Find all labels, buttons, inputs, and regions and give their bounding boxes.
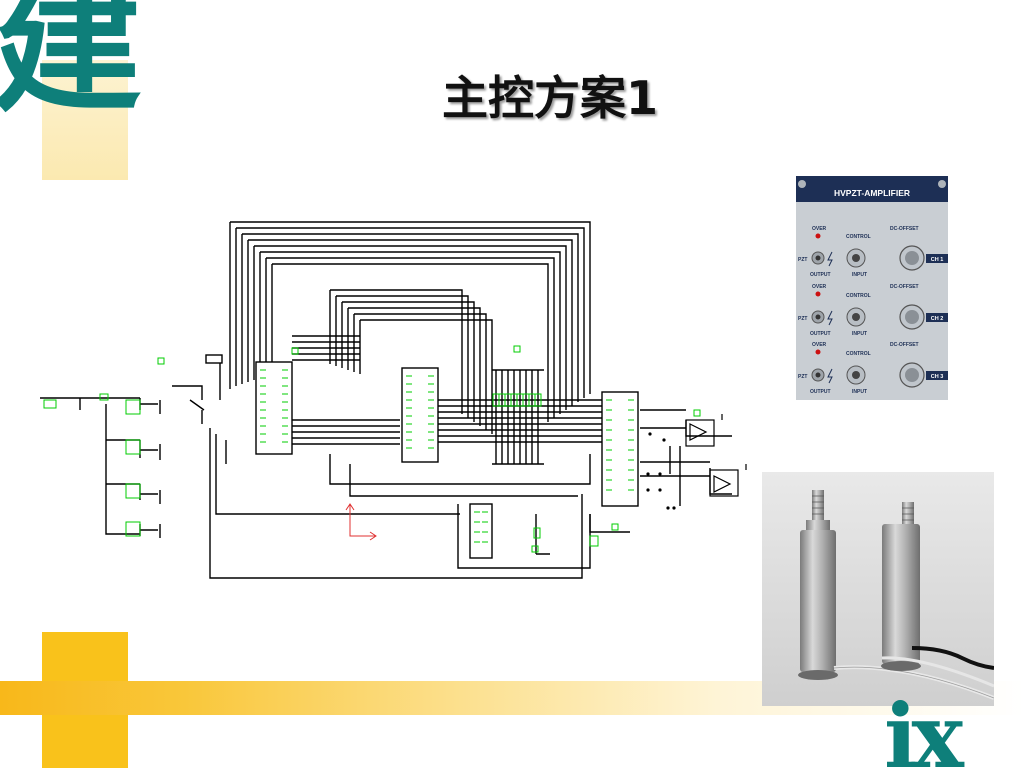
input-label: INPUT: [852, 389, 867, 395]
pzt-label: PZT: [798, 316, 807, 322]
offset-label: DC-OFFSET: [890, 284, 919, 290]
circuit-schematic: [40, 221, 747, 579]
control-label: CONTROL: [846, 234, 871, 240]
input-label: INPUT: [852, 331, 867, 337]
amplifier-channel-3: OVER CONTROL DC-OFFSET PZT CH 3 OUTPUT I…: [798, 342, 948, 395]
over-label: OVER: [812, 342, 827, 348]
piezo-actuator-photo: [762, 472, 994, 706]
output-label: OUTPUT: [810, 389, 831, 395]
amplifier-photo: HVPZT-AMPLIFIER OVER CONTROL DC-OFFSET P…: [796, 176, 948, 400]
slide-title: 主控方案1: [441, 71, 658, 125]
corner-glyph-top: 建: [0, 0, 143, 133]
offset-label: DC-OFFSET: [890, 226, 919, 232]
corner-glyph-bottom: ix: [884, 684, 964, 768]
offset-label: DC-OFFSET: [890, 342, 919, 348]
control-label: CONTROL: [846, 351, 871, 357]
amplifier-channel-1: OVER CONTROL DC-OFFSET PZT CH 1 OUTPUT I…: [798, 226, 948, 278]
pzt-label: PZT: [798, 374, 807, 380]
control-label: CONTROL: [846, 293, 871, 299]
output-label: OUTPUT: [810, 272, 831, 278]
pzt-label: PZT: [798, 257, 807, 263]
amplifier-channel-2: OVER CONTROL DC-OFFSET PZT CH 2 OUTPUT I…: [798, 284, 948, 337]
channel-label: CH 1: [931, 257, 944, 263]
decor-bar-top: [42, 60, 128, 180]
channel-label: CH 3: [931, 374, 944, 380]
input-label: INPUT: [852, 272, 867, 278]
amplifier-header: HVPZT-AMPLIFIER: [834, 188, 910, 198]
over-label: OVER: [812, 284, 827, 290]
channel-label: CH 2: [931, 316, 944, 322]
over-label: OVER: [812, 226, 827, 232]
output-label: OUTPUT: [810, 331, 831, 337]
